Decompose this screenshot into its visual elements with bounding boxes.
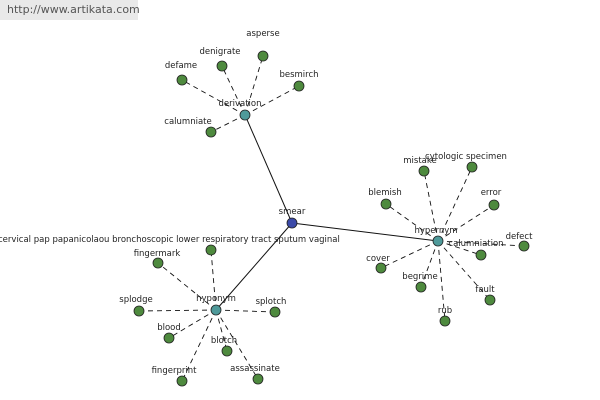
- leaf-label-defect: defect: [506, 232, 534, 242]
- edge-derivation-to-asperse: [244, 55, 264, 116]
- center-node-smear[interactable]: [286, 217, 298, 229]
- edge-hyponym-to-blotch: [215, 309, 228, 352]
- leaf-node-calumniation[interactable]: [475, 249, 487, 261]
- edge-derivation-to-calumniate: [210, 114, 246, 133]
- edge-hyponym-to-assassinate: [215, 309, 259, 380]
- edge-derivation-to-besmirch: [244, 85, 300, 116]
- leaf-node-blood[interactable]: [163, 332, 175, 344]
- leaf-node-mistake[interactable]: [418, 165, 430, 177]
- hub-label-hyponym: hyponym: [196, 294, 236, 304]
- hub-label-derivation: derivation: [218, 99, 261, 109]
- edge-hypernym-right-to-cover: [380, 240, 439, 269]
- hub-node-hypernym-right[interactable]: [432, 235, 444, 247]
- graph-nodes: [133, 50, 530, 387]
- edge-hyponym-to-blood: [168, 309, 217, 339]
- leaf-node-asperse[interactable]: [257, 50, 269, 62]
- leaf-label-fault: fault: [475, 285, 495, 295]
- leaf-node-fingermark[interactable]: [152, 257, 164, 269]
- hub-label-hypernym-right: hypernym: [414, 226, 457, 236]
- leaf-label-splodge: splodge: [119, 295, 152, 305]
- edge-hyponym-to-lower-respiratory-tract-cervical-pap-pap: [210, 249, 217, 311]
- edge-hyponym-to-fingermark: [157, 262, 217, 311]
- leaf-label-besmirch: besmirch: [279, 70, 318, 80]
- leaf-node-defect[interactable]: [518, 240, 530, 252]
- leaf-label-error: error: [481, 188, 502, 198]
- edge-hyponym-to-fingerprint: [181, 309, 217, 382]
- edge-smear-to-derivation: [244, 114, 293, 224]
- leaf-node-fault[interactable]: [484, 294, 496, 306]
- leaf-node-cytologic-specimen[interactable]: [466, 161, 478, 173]
- edge-derivation-to-defame: [181, 79, 246, 116]
- source-url-link[interactable]: http://www.artikata.com: [7, 3, 140, 16]
- leaf-label-cover: cover: [366, 254, 390, 264]
- leaf-label-blotch: blotch: [211, 336, 237, 346]
- edge-hypernym-right-to-calumniation: [437, 240, 482, 256]
- edge-hypernym-right-to-rub: [437, 240, 446, 322]
- leaf-label-calumniate: calumniate: [164, 117, 211, 127]
- edge-hyponym-to-splodge: [138, 309, 217, 312]
- leaf-node-error[interactable]: [488, 199, 500, 211]
- leaf-label-blood: blood: [157, 323, 181, 333]
- leaf-node-begrime[interactable]: [415, 281, 427, 293]
- edge-hypernym-right-to-error: [437, 204, 495, 242]
- leaf-node-blotch[interactable]: [221, 345, 233, 357]
- leaf-label-splotch: splotch: [256, 297, 287, 307]
- leaf-label-defame: defame: [165, 61, 197, 71]
- leaf-node-splodge[interactable]: [133, 305, 145, 317]
- leaf-label-mistake: mistake: [403, 156, 436, 166]
- leaf-node-lower-respiratory-tract-cervical-pap-pap[interactable]: [205, 244, 217, 256]
- leaf-label-cytologic-specimen: cytologic specimen: [425, 152, 507, 162]
- leaf-label-fingermark: fingermark: [134, 249, 181, 259]
- leaf-node-blemish[interactable]: [380, 198, 392, 210]
- leaf-node-defame[interactable]: [176, 74, 188, 86]
- hub-node-hyponym[interactable]: [210, 304, 222, 316]
- edge-derivation-to-denigrate: [221, 65, 246, 116]
- leaf-node-fingerprint[interactable]: [176, 375, 188, 387]
- edge-hypernym-right-to-begrime: [420, 240, 439, 288]
- leaf-label-rub: rub: [438, 306, 452, 316]
- edge-hyponym-to-splotch: [215, 309, 276, 313]
- leaf-node-splotch[interactable]: [269, 306, 281, 318]
- leaf-node-rub[interactable]: [439, 315, 451, 327]
- leaf-node-denigrate[interactable]: [216, 60, 228, 72]
- leaf-label-assassinate: assassinate: [230, 364, 280, 374]
- hub-node-derivation[interactable]: [239, 109, 251, 121]
- leaf-label-denigrate: denigrate: [199, 47, 240, 57]
- edge-hypernym-right-to-fault: [437, 240, 491, 301]
- leaf-label-fingerprint: fingerprint: [152, 366, 197, 376]
- leaf-label-asperse: asperse: [246, 29, 279, 39]
- leaf-node-besmirch[interactable]: [293, 80, 305, 92]
- graph-edges: [138, 55, 525, 382]
- leaf-label-begrime: begrime: [402, 272, 437, 282]
- leaf-node-assassinate[interactable]: [252, 373, 264, 385]
- edge-smear-to-hypernym-right: [291, 222, 439, 242]
- leaf-label-lower-respiratory-tract-cervical-pap-pap: lower respiratory tract cervical pap pap…: [0, 235, 340, 245]
- center-label-smear: smear: [279, 207, 306, 217]
- leaf-node-calumniate[interactable]: [205, 126, 217, 138]
- edge-smear-to-hyponym: [215, 222, 293, 311]
- leaf-label-blemish: blemish: [368, 188, 401, 198]
- leaf-node-cover[interactable]: [375, 262, 387, 274]
- leaf-label-calumniation: calumniation: [448, 239, 503, 249]
- edge-hypernym-right-to-mistake: [423, 170, 439, 242]
- edge-hypernym-right-to-blemish: [385, 203, 439, 242]
- source-url-badge[interactable]: http://www.artikata.com: [0, 0, 140, 20]
- edge-hypernym-right-to-cytologic-specimen: [437, 166, 473, 242]
